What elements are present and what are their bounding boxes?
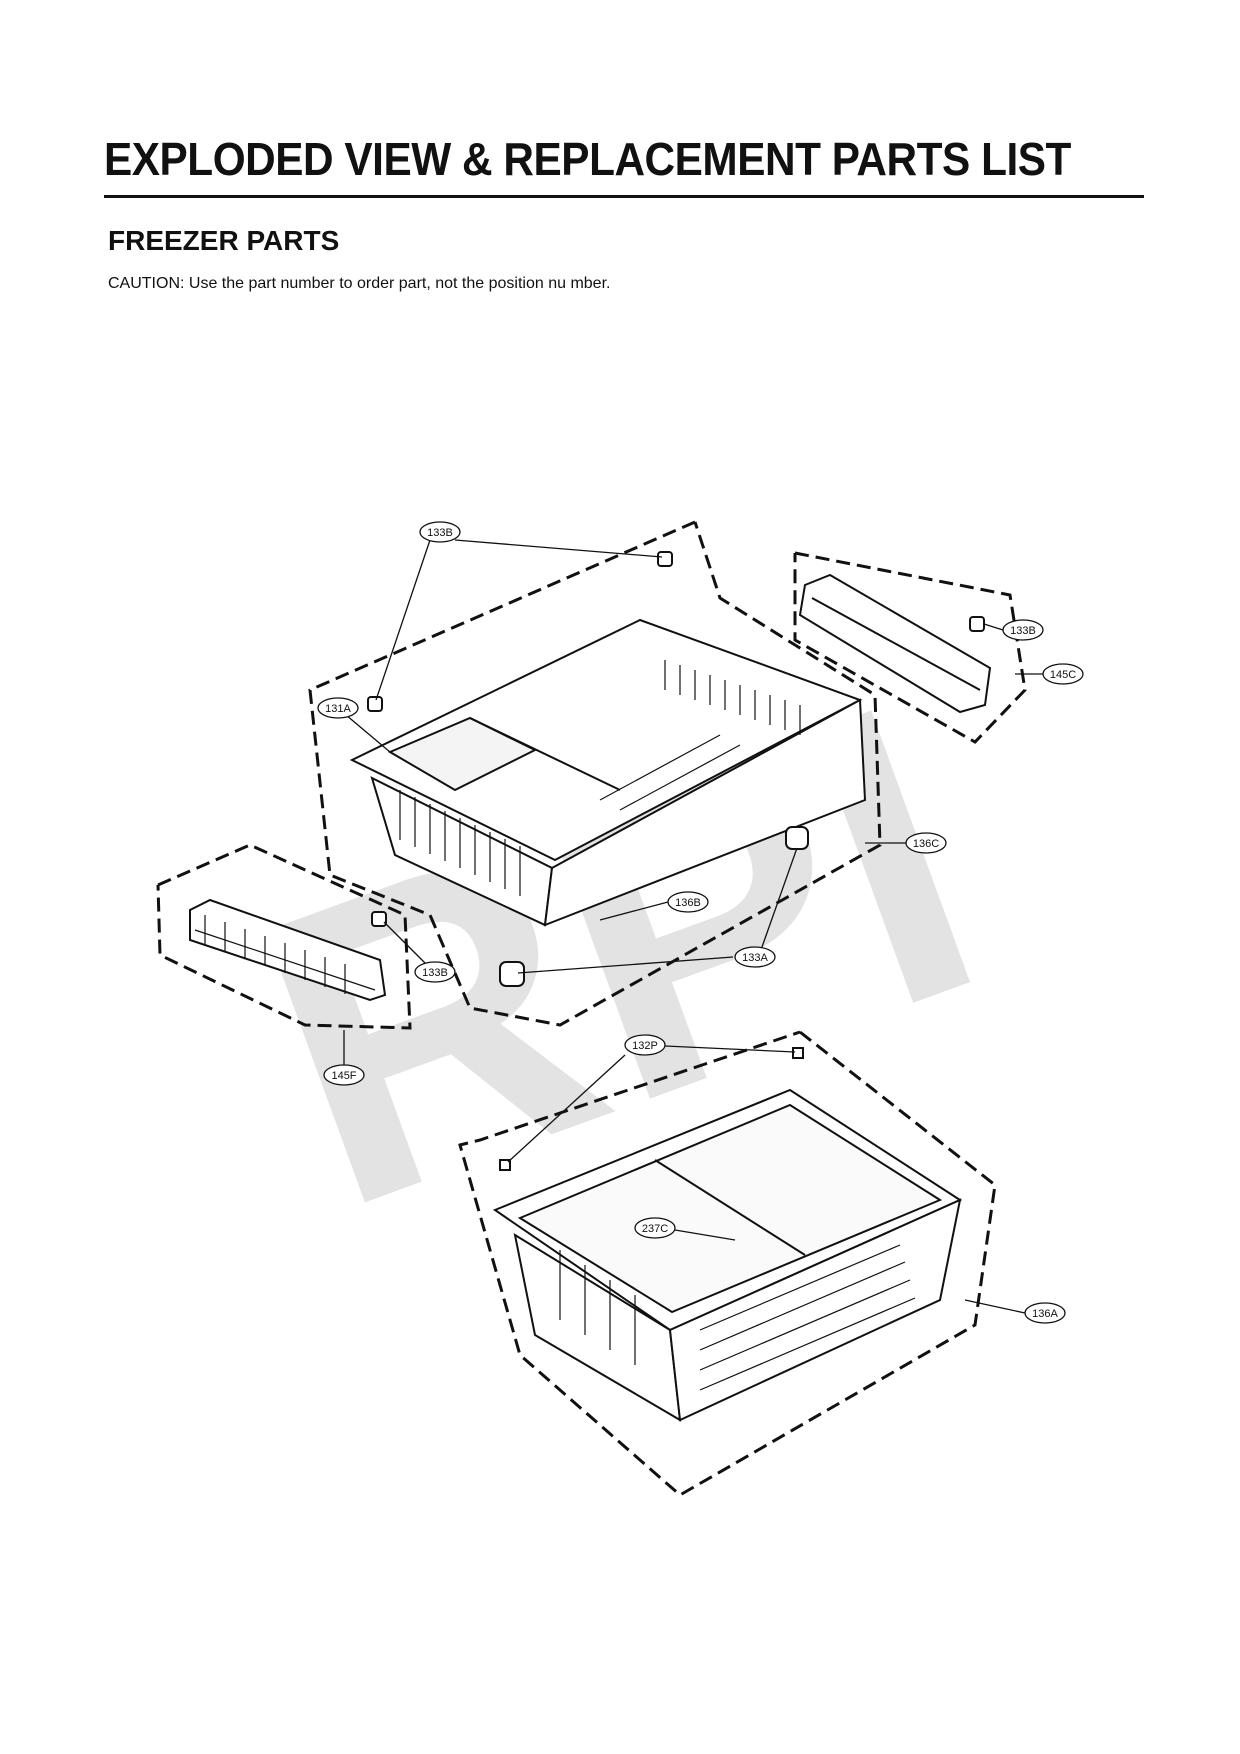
svg-text:133B: 133B bbox=[427, 527, 453, 539]
svg-text:136B: 136B bbox=[675, 897, 701, 909]
lower-basket bbox=[492, 1088, 963, 1422]
callout-237c: 237C bbox=[634, 1217, 676, 1239]
svg-text:133B: 133B bbox=[1010, 625, 1036, 637]
upper-drawer-group-outline bbox=[308, 520, 882, 1027]
rail-left-145f bbox=[189, 898, 387, 1002]
callout-133b-left: 133B bbox=[414, 961, 456, 983]
part-133b-rail-right bbox=[969, 616, 985, 632]
svg-text:145F: 145F bbox=[331, 1070, 356, 1082]
group-outlines bbox=[156, 520, 1027, 1497]
svg-text:132P: 132P bbox=[632, 1040, 658, 1052]
svg-text:237C: 237C bbox=[642, 1223, 668, 1235]
callout-133b-top: 133B bbox=[419, 521, 461, 543]
callouts: 133B 133B 145C 131A 136C 136B 133B 133A bbox=[317, 521, 1084, 1324]
section-title: FREEZER PARTS bbox=[108, 225, 340, 256]
part-133b-rail-left bbox=[371, 911, 387, 927]
leader-lines bbox=[343, 539, 1043, 1314]
callout-133a: 133A bbox=[734, 946, 776, 968]
svg-text:133B: 133B bbox=[422, 967, 448, 979]
callout-132p: 132P bbox=[624, 1034, 666, 1056]
lower-basket-group-outline bbox=[458, 1030, 997, 1497]
part-133a-right bbox=[785, 826, 809, 850]
part-132p-right bbox=[792, 1047, 804, 1059]
part-133b-drawer-left bbox=[367, 696, 383, 712]
small-parts bbox=[367, 551, 985, 1171]
rail-left-group-outline bbox=[156, 843, 412, 1030]
svg-text:131A: 131A bbox=[325, 703, 351, 715]
svg-text:145C: 145C bbox=[1050, 669, 1076, 681]
part-133b-top bbox=[657, 551, 673, 567]
caution-note: CAUTION: Use the part number to order pa… bbox=[108, 275, 611, 292]
rail-right-145c bbox=[798, 573, 992, 714]
callout-133b-right: 133B bbox=[1002, 619, 1044, 641]
callout-131a: 131A bbox=[317, 697, 359, 719]
upper-drawer bbox=[349, 618, 867, 927]
svg-text:136A: 136A bbox=[1032, 1308, 1058, 1320]
callout-136a: 136A bbox=[1024, 1302, 1066, 1324]
callout-136c: 136C bbox=[905, 832, 947, 854]
callout-145c: 145C bbox=[1042, 663, 1084, 685]
svg-text:136C: 136C bbox=[913, 838, 939, 850]
title-rule bbox=[104, 195, 1144, 198]
callout-136b: 136B bbox=[667, 891, 709, 913]
callout-145f: 145F bbox=[323, 1064, 365, 1086]
page-title: EXPLODED VIEW & REPLACEMENT PARTS LIST bbox=[104, 133, 1071, 185]
part-133a-left bbox=[499, 961, 525, 987]
svg-text:133A: 133A bbox=[742, 952, 768, 964]
part-132p-left bbox=[499, 1159, 511, 1171]
